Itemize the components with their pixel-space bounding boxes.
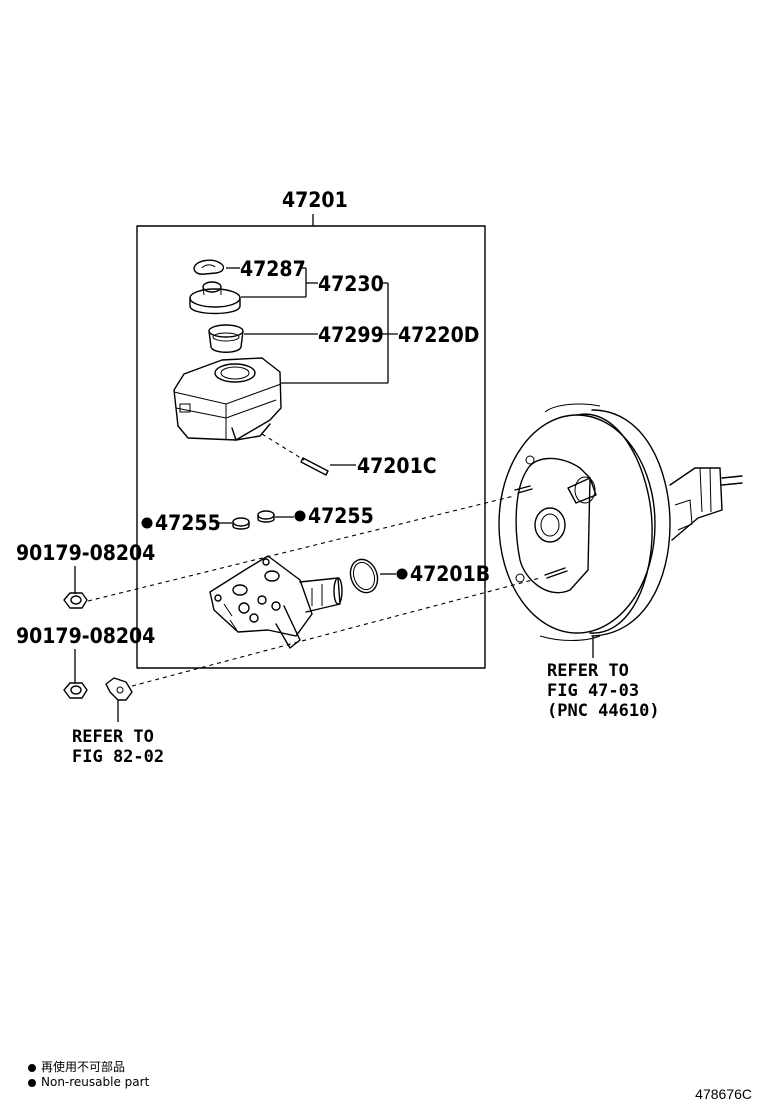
label-47299[interactable]: 47299 (318, 323, 384, 347)
non-reusable-marker (141, 517, 153, 529)
nut-lower-part[interactable] (63, 682, 88, 699)
label-47255-left[interactable]: 47255 (155, 511, 221, 535)
label-47230[interactable]: 47230 (318, 272, 384, 296)
brake-booster-part[interactable] (498, 403, 743, 641)
grommet-left-part[interactable] (232, 517, 250, 530)
bracket-ref-line2[interactable]: FIG 82-02 (72, 747, 164, 767)
legend-english-text: Non-reusable part (41, 1075, 150, 1089)
nut-upper-part[interactable] (63, 592, 88, 609)
legend-english: Non-reusable part (28, 1075, 149, 1089)
label-47255-right[interactable]: 47255 (308, 504, 374, 528)
booster-ref-line3[interactable]: (PNC 44610) (547, 701, 660, 721)
pin-part[interactable] (300, 457, 329, 476)
legend-japanese: 再使用不可部品 (28, 1058, 125, 1075)
label-47201c[interactable]: 47201C (357, 454, 437, 478)
o-ring-part[interactable] (346, 556, 382, 597)
non-reusable-marker (396, 568, 408, 580)
label-47287[interactable]: 47287 (240, 257, 306, 281)
label-47220d[interactable]: 47220D (398, 323, 479, 347)
label-47201[interactable]: 47201 (282, 188, 348, 212)
master-cylinder-part[interactable] (209, 555, 343, 649)
reservoir-cap-part[interactable] (189, 281, 241, 315)
booster-ref-line1[interactable]: REFER TO (547, 661, 629, 681)
bracket-ref-line1[interactable]: REFER TO (72, 727, 154, 747)
clip-part[interactable] (193, 259, 225, 275)
strainer-part[interactable] (208, 324, 244, 353)
grommet-right-part[interactable] (257, 510, 275, 523)
assembly-frame (136, 225, 486, 669)
legend-japanese-text: 再使用不可部品 (41, 1060, 126, 1074)
label-90179-upper[interactable]: 90179-08204 (16, 541, 155, 565)
reservoir-part[interactable] (173, 357, 282, 441)
label-90179-lower[interactable]: 90179-08204 (16, 624, 155, 648)
booster-ref-line2[interactable]: FIG 47-03 (547, 681, 639, 701)
non-reusable-marker (294, 510, 306, 522)
legend-marker (28, 1063, 36, 1072)
bracket-part[interactable] (105, 677, 133, 701)
label-47201b[interactable]: 47201B (410, 562, 490, 586)
figure-number: 478676C (695, 1086, 752, 1102)
legend-marker (28, 1078, 36, 1087)
